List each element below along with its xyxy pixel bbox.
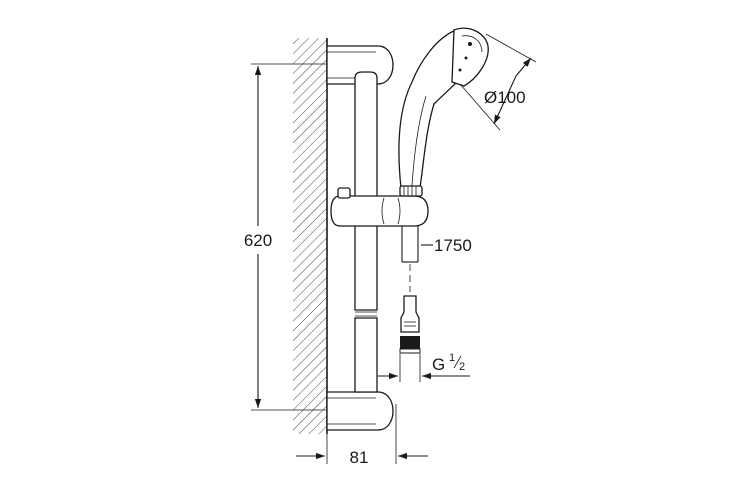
hand-shower [398,27,489,197]
hose-length-label: 1750 [434,236,472,255]
thread-label: G [432,355,445,374]
shower-hose [399,226,421,354]
sliding-holder [330,187,429,227]
height-dimension: 620 [244,63,326,411]
thread-dimension: G 1 2 [378,352,470,382]
bottom-bracket [326,391,394,431]
hose-length-dimension: 1750 [421,236,472,255]
thread-numerator: 1 [449,352,455,364]
height-label: 620 [244,231,272,250]
width-label: 81 [350,448,369,467]
diameter-dimension: Ø100 [459,33,537,131]
wall [293,38,328,434]
thread-denominator: 2 [459,361,465,373]
shower-rail [354,71,378,393]
width-dimension: 81 [296,404,428,467]
diameter-label: Ø100 [484,88,526,107]
